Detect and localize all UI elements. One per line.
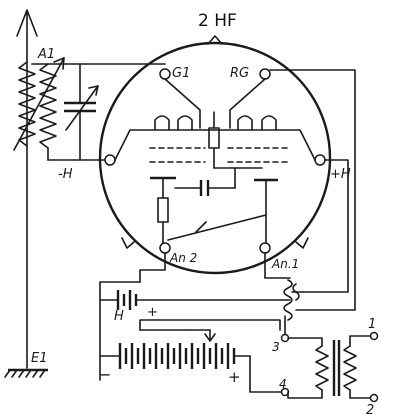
valve-envelope [98,41,332,275]
label-g1: G1 [172,66,190,81]
anode-plus-wire [249,355,286,393]
an1-wire [264,252,291,279]
earth-ground [4,368,48,378]
antenna-coil [18,61,36,147]
terminal-2 [369,393,379,403]
terminal-1 [369,331,379,341]
anode-battery [99,319,281,369]
heater-battery-plus: + [147,305,158,320]
left-heater-feed [99,281,141,291]
label-an2: An 2 [169,251,197,265]
pin-heater-left [104,154,116,166]
envelope-left-notch [121,237,135,249]
terminal-1-label: 1 [368,317,376,332]
earth-label-e1: E1 [31,351,48,366]
pin-an1 [259,242,271,254]
tuning-capacitor [64,85,99,131]
label-rg: RG [230,66,249,81]
an2-wire [139,252,166,283]
envelope-right-notch [295,237,309,249]
valve-electrodes [114,78,316,244]
grid-coil [39,63,57,149]
envelope-top-notch [207,35,223,45]
heater-plus-label: +H [330,167,351,182]
pin-an2 [159,242,171,254]
heater-battery-label: H [114,309,124,324]
variable-coupling-arrow [13,57,65,151]
heater-battery [99,289,291,381]
heater-minus-label: -H [58,167,73,182]
diagram-title: 2 HF [198,11,237,31]
coupling-coil [283,279,300,321]
label-an1: An.1 [271,257,299,271]
rg-feed-wire [269,69,356,311]
pin-heater-right [314,154,326,166]
terminal-3-label: 3 [272,340,280,354]
terminal-2-label: 2 [366,403,374,417]
pin-g1 [159,68,171,80]
anode-battery-plus: + [228,368,241,386]
output-transformer [287,335,373,399]
heater-right-wire [291,159,349,293]
antenna-label-a1: A1 [37,47,55,62]
pin-rg [259,68,271,80]
anode-battery-minus: − [98,365,111,384]
terminal-4-label: 4 [279,377,287,391]
